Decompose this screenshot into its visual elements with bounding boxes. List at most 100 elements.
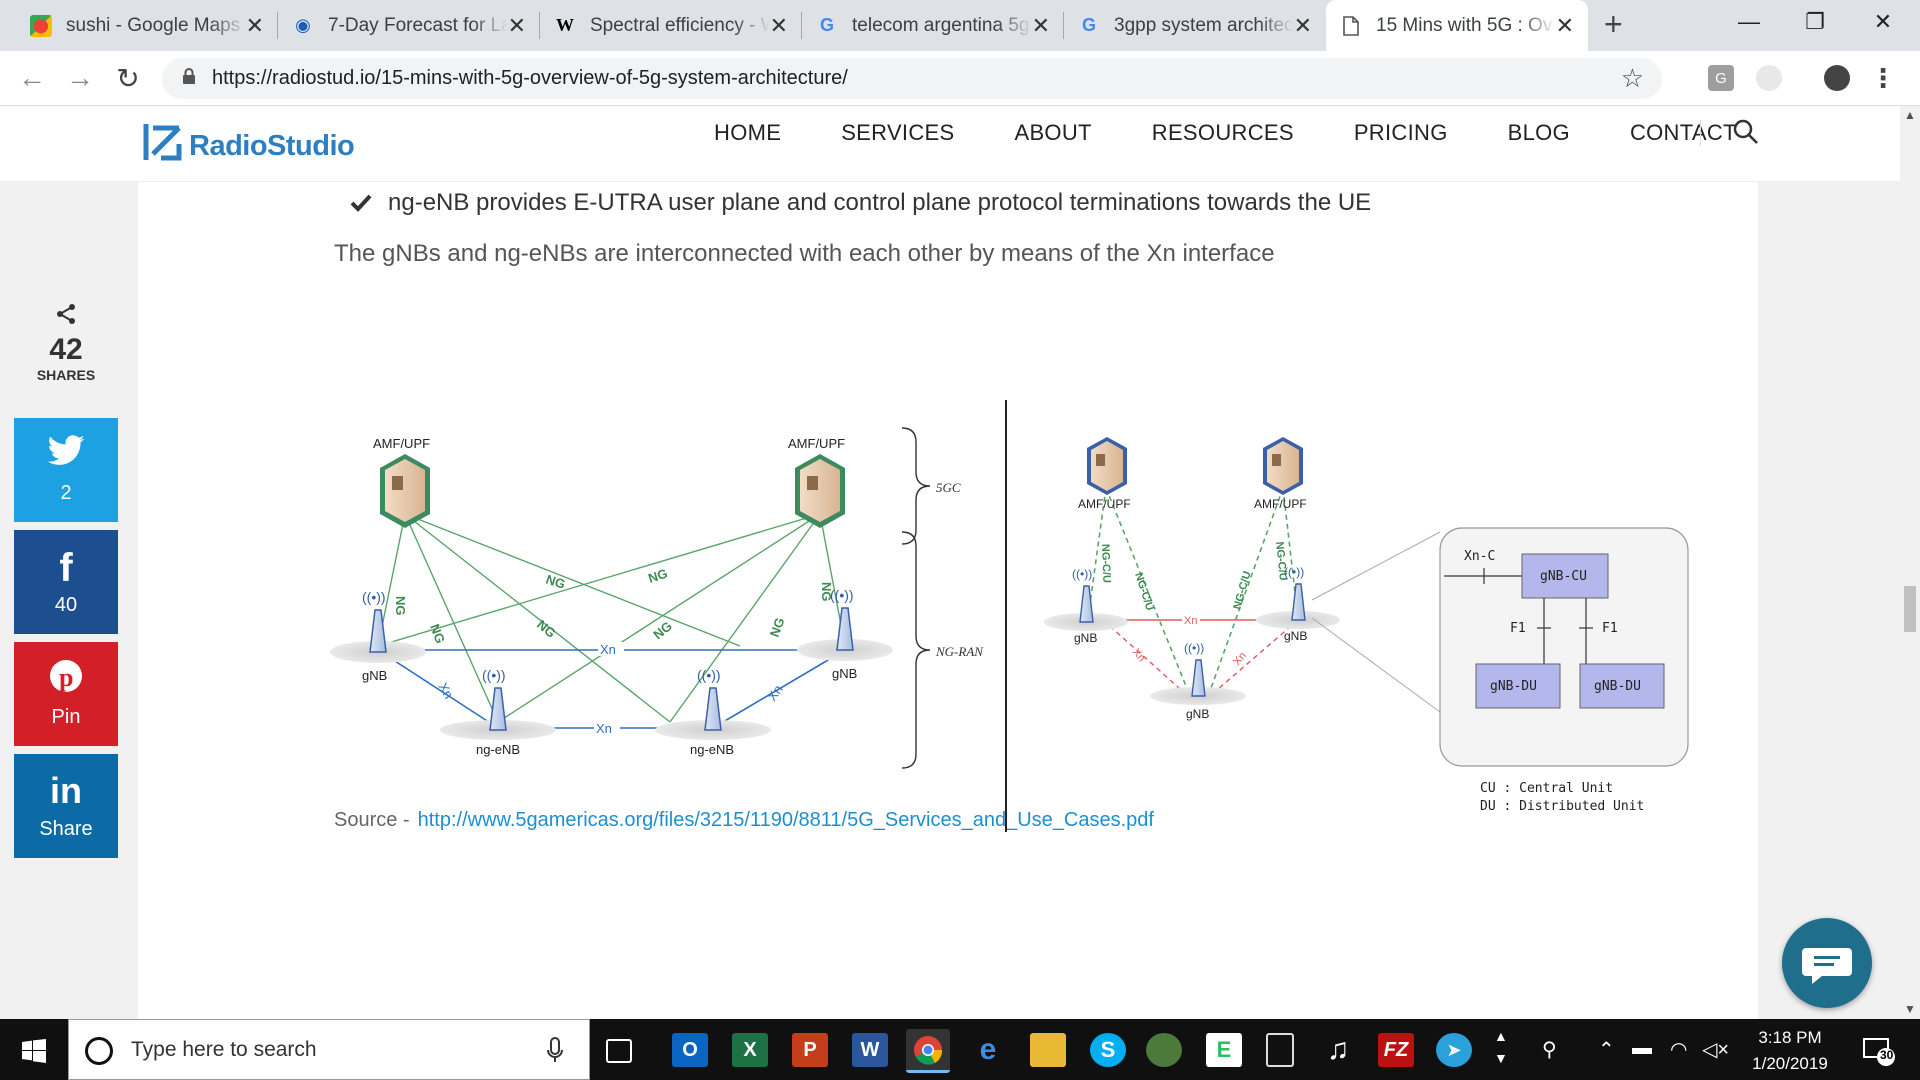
- ng-label: NG: [767, 616, 788, 639]
- scroll-down-icon[interactable]: ▼: [1904, 1002, 1916, 1016]
- scroll-up-icon[interactable]: ▲: [1904, 108, 1916, 122]
- close-tab-icon[interactable]: ✕: [245, 13, 264, 38]
- f1-label: F1: [1602, 621, 1618, 636]
- tab-google-maps[interactable]: ⬤ sushi - Google Maps ✕: [16, 0, 278, 51]
- xn-label: Xn: [764, 682, 785, 704]
- notification-center-icon[interactable]: 30: [1862, 1037, 1896, 1067]
- restore-button[interactable]: ❐: [1805, 9, 1825, 34]
- forward-button[interactable]: →: [66, 62, 94, 93]
- facebook-share-count: 40: [54, 594, 78, 616]
- search-icon[interactable]: [1732, 118, 1760, 146]
- nav-blog[interactable]: BLOG: [1507, 120, 1570, 145]
- close-tab-icon[interactable]: ✕: [1555, 13, 1574, 38]
- gnb-label: gNB: [1074, 631, 1097, 645]
- nav-resources[interactable]: RESOURCES: [1151, 120, 1294, 145]
- tab-3gpp[interactable]: G 3gpp system architec ✕: [1064, 0, 1326, 51]
- xn-label: Xn: [435, 680, 456, 701]
- nav-services[interactable]: SERVICES: [841, 120, 955, 145]
- gnb-label: gNB: [832, 666, 857, 681]
- taskbar-search[interactable]: Type here to search: [68, 1019, 590, 1080]
- nav-divider: [1700, 120, 1701, 146]
- wifi-icon[interactable]: ◠: [1670, 1039, 1688, 1061]
- browser-toolbar: ← → ↻ https://radiostud.io/15-mins-with-…: [0, 51, 1920, 106]
- svg-text:((•)): ((•)): [362, 589, 386, 605]
- battery-icon[interactable]: ▬: [1632, 1037, 1652, 1059]
- powerpoint-icon[interactable]: P: [792, 1033, 828, 1067]
- tray-chevron-icon[interactable]: ⌃: [1598, 1039, 1615, 1061]
- tab-wikipedia[interactable]: W Spectral efficiency - W ✕: [540, 0, 802, 51]
- xn-label: Xn: [1130, 646, 1148, 664]
- telegram-icon[interactable]: ➤: [1436, 1033, 1472, 1067]
- reload-button[interactable]: ↻: [116, 62, 140, 94]
- ng-label: NG: [427, 622, 448, 645]
- excel-icon[interactable]: X: [732, 1033, 768, 1067]
- xn-label: Xn: [1231, 650, 1249, 668]
- menu-kebab-icon[interactable]: ⋮: [1870, 62, 1896, 93]
- site-header: RadioStudio HOME SERVICES ABOUT RESOURCE…: [0, 106, 1900, 182]
- bell-icon[interactable]: ♫: [1326, 1033, 1350, 1066]
- radiostudio-logo[interactable]: RadioStudio: [143, 120, 355, 162]
- evernote-icon[interactable]: E: [1206, 1033, 1242, 1067]
- nav-about[interactable]: ABOUT: [1014, 120, 1092, 145]
- xn-label: Xn: [1184, 615, 1197, 627]
- word-icon[interactable]: W: [852, 1033, 888, 1067]
- svg-text:((•)): ((•)): [1072, 567, 1092, 581]
- edge-icon[interactable]: e: [979, 1033, 997, 1066]
- people-icon[interactable]: ⚲: [1542, 1039, 1557, 1061]
- taskbar-clock[interactable]: 3:18 PM 1/20/2019: [1730, 1025, 1850, 1077]
- globe-app-icon[interactable]: [1146, 1033, 1182, 1067]
- chrome-icon[interactable]: [906, 1029, 950, 1073]
- close-tab-icon[interactable]: ✕: [769, 13, 788, 38]
- chat-button[interactable]: [1782, 918, 1872, 1008]
- tab-forecast[interactable]: ◉ 7-Day Forecast for La ✕: [278, 0, 540, 51]
- xn-label: Xn: [596, 721, 612, 736]
- page-scrollbar[interactable]: ▲ ▼: [1900, 106, 1920, 1019]
- close-tab-icon[interactable]: ✕: [1031, 13, 1050, 38]
- tab-15-mins-5g[interactable]: 15 Mins with 5G : Ov ✕: [1326, 0, 1588, 51]
- twitter-share-button[interactable]: 2: [14, 418, 118, 522]
- task-view-icon[interactable]: [606, 1039, 632, 1063]
- amf-upf-label: AMF/UPF: [373, 436, 430, 451]
- outlook-icon[interactable]: O: [672, 1033, 708, 1067]
- xn-c-label: Xn-C: [1464, 549, 1495, 564]
- taskbar-scroll-icon[interactable]: ▲▼: [1494, 1028, 1508, 1066]
- minimize-button[interactable]: —: [1738, 9, 1760, 34]
- file-explorer-icon[interactable]: [1030, 1033, 1066, 1067]
- source-link[interactable]: http://www.5gamericas.org/files/3215/119…: [417, 809, 1154, 831]
- new-tab-button[interactable]: +: [1604, 6, 1623, 42]
- taskbar-search-placeholder: Type here to search: [131, 1038, 317, 1061]
- scroll-thumb[interactable]: [1904, 586, 1916, 632]
- pinterest-share-button[interactable]: p Pin: [14, 642, 118, 746]
- profile-avatar-icon[interactable]: [1824, 65, 1850, 91]
- volume-icon[interactable]: ◁×: [1702, 1039, 1730, 1061]
- ng-label: NG: [819, 582, 834, 602]
- nav-contact[interactable]: CONTACT: [1629, 120, 1737, 145]
- bullet-text: ng-eNB provides E-UTRA user plane and co…: [388, 189, 1372, 216]
- windows-start-icon[interactable]: [22, 1039, 46, 1063]
- nav-pricing[interactable]: PRICING: [1353, 120, 1448, 145]
- back-button[interactable]: ←: [18, 62, 46, 93]
- svg-text:((•)): ((•)): [1184, 641, 1204, 655]
- facebook-share-button[interactable]: f 40: [14, 530, 118, 634]
- address-bar[interactable]: https://radiostud.io/15-mins-with-5g-ove…: [162, 58, 1662, 99]
- close-tab-icon[interactable]: ✕: [1293, 13, 1312, 38]
- linkedin-share-button[interactable]: in Share: [14, 754, 118, 858]
- share-count-number: 42: [49, 333, 83, 366]
- close-tab-icon[interactable]: ✕: [507, 13, 526, 38]
- web-page: RadioStudio HOME SERVICES ABOUT RESOURCE…: [0, 106, 1900, 1019]
- facebook-icon: f: [59, 546, 73, 590]
- microphone-icon[interactable]: [547, 1036, 563, 1064]
- filezilla-icon[interactable]: FZ: [1378, 1033, 1414, 1067]
- close-window-button[interactable]: ✕: [1873, 9, 1893, 34]
- gnb-antenna-icon: ((•)): [330, 589, 426, 663]
- tab-telecom-argentina[interactable]: G telecom argentina 5g ✕: [802, 0, 1064, 51]
- nav-home[interactable]: HOME: [714, 120, 782, 145]
- extension-circle-icon[interactable]: [1756, 65, 1782, 91]
- gnb-du-box: [1475, 663, 1561, 709]
- skype-icon[interactable]: S: [1090, 1033, 1126, 1067]
- xn-label: Xn: [600, 642, 616, 657]
- bookmark-star-icon[interactable]: ☆: [1620, 63, 1644, 93]
- grammarly-extension-icon[interactable]: G: [1708, 65, 1734, 91]
- calculator-icon[interactable]: [1266, 1033, 1294, 1067]
- bullet-item: ng-eNB provides E-UTRA user plane and co…: [350, 189, 1371, 217]
